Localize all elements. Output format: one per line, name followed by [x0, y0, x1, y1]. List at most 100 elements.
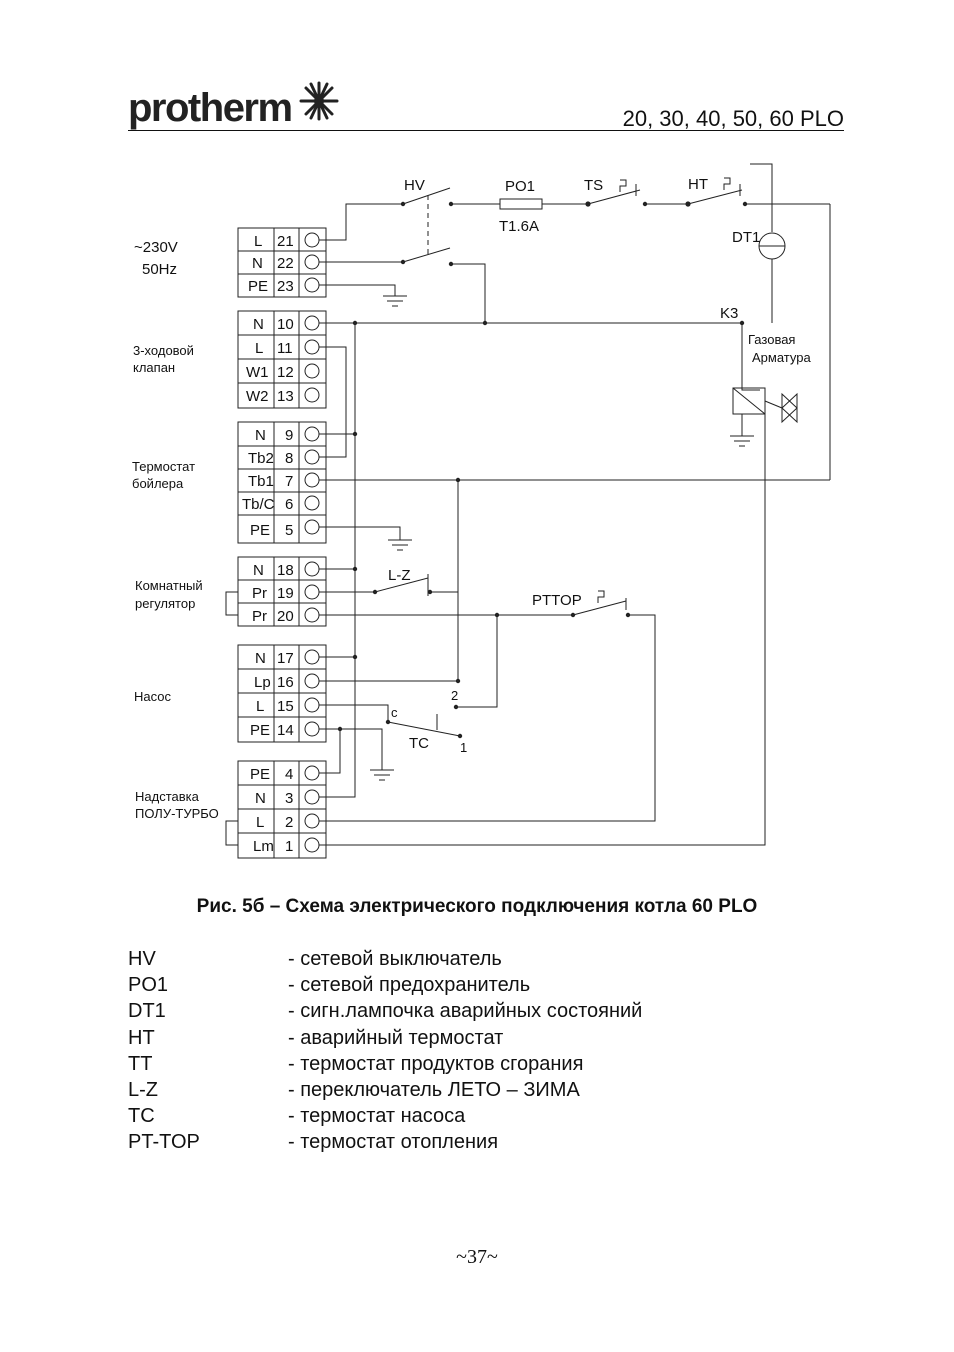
terminal-name: PE — [250, 722, 270, 739]
terminal-name: N — [253, 316, 264, 333]
terminal-name: PE — [248, 278, 268, 295]
terminal-number: 18 — [277, 562, 294, 579]
supply-label-voltage: ~230V — [134, 239, 178, 256]
legend-code: TT — [128, 1052, 153, 1075]
terminal-name: L — [254, 233, 262, 250]
legend-code: PO1 — [128, 974, 169, 997]
terminal-number: 17 — [277, 650, 294, 667]
terminal-name: Lm — [253, 838, 274, 855]
legend-code: TC — [128, 1105, 155, 1128]
terminal-number: 21 — [277, 233, 294, 250]
terminal-number: 2 — [285, 814, 293, 831]
brand-logo: protherm — [128, 86, 293, 130]
label-hv: HV — [404, 177, 425, 194]
legend-code: PT-TOP — [128, 1131, 200, 1154]
group-label-valve-1: 3-ходовой — [133, 343, 194, 358]
terminal-number: 10 — [277, 316, 294, 333]
terminal-number: 11 — [277, 340, 293, 357]
legend-code: DT1 — [128, 1000, 166, 1023]
legend-code: HT — [128, 1026, 155, 1049]
legend-desc: - термостат насоса — [288, 1105, 466, 1128]
terminal-number: 6 — [285, 496, 293, 513]
label-gas-2: Арматура — [752, 350, 811, 365]
legend-desc: - переключатель ЛЕТО – ЗИМА — [288, 1078, 580, 1101]
terminal-block-boiler-thermostat — [237, 421, 327, 544]
legend-row: HT - аварийный термостат — [128, 1025, 828, 1051]
group-label-turbo-2: ПОЛУ-ТУРБО — [135, 806, 219, 821]
terminal-number: 3 — [285, 790, 293, 807]
terminal-name: Pr — [252, 608, 267, 625]
terminal-name: N — [253, 562, 264, 579]
legend-desc: - сетевой выключатель — [288, 948, 502, 970]
terminal-number: 20 — [277, 608, 294, 625]
terminal-number: 12 — [277, 364, 294, 381]
terminal-name: N — [252, 255, 263, 272]
legend-code: HV — [128, 948, 156, 970]
label-tc-c: c — [391, 705, 398, 720]
terminal-name: PE — [250, 522, 270, 539]
terminal-name: Pr — [252, 585, 267, 602]
group-label-valve-2: клапан — [133, 360, 175, 375]
terminal-name: W2 — [246, 388, 269, 405]
legend-desc: - термостат продуктов сгорания — [288, 1052, 584, 1075]
legend-desc: - сетевой предохранитель — [288, 974, 531, 997]
legend-code: L-Z — [128, 1078, 158, 1101]
terminal-name: Tb1 — [248, 473, 274, 490]
wiring-diagram: ~230V 50Hz 3-ходовой клапан Термостат бо… — [132, 163, 831, 859]
label-lz: L-Z — [388, 567, 411, 584]
page-number: ~37~ — [456, 1246, 498, 1268]
label-ts: TS — [584, 177, 603, 194]
header-rule — [128, 130, 844, 131]
terminal-name: N — [255, 790, 266, 807]
group-label-pump: Насос — [134, 689, 171, 704]
supply-label-frequency: 50Hz — [142, 261, 177, 278]
legend-row: HV - сетевой выключатель — [128, 946, 828, 972]
terminal-name: L — [255, 340, 263, 357]
terminal-name: L — [256, 698, 264, 715]
terminal-name: Lp — [254, 674, 271, 691]
terminal-name: W1 — [246, 364, 269, 381]
terminal-name: L — [256, 814, 264, 831]
label-tc: TC — [409, 735, 429, 752]
label-tc-1: 1 — [460, 740, 467, 755]
star-logo-icon — [299, 81, 339, 121]
legend-list: HV - сетевой выключатель PO1 - сетевой пре… — [128, 946, 828, 1156]
terminal-number: 23 — [277, 278, 294, 295]
legend-row: L-Z - переключатель ЛЕТО – ЗИМА — [128, 1077, 828, 1103]
terminal-number: 8 — [285, 450, 293, 467]
terminal-number: 19 — [277, 585, 294, 602]
label-po1: PO1 — [505, 178, 535, 195]
terminal-number: 5 — [285, 522, 293, 539]
terminal-number: 22 — [277, 255, 294, 272]
terminal-number: 1 — [285, 838, 293, 855]
legend-row: PT-TOP - термостат отопления — [128, 1129, 828, 1155]
group-label-boiler-2: бойлера — [132, 476, 184, 491]
terminal-number: 4 — [285, 766, 293, 783]
terminal-number: 9 — [285, 427, 293, 444]
terminal-name: PE — [250, 766, 270, 783]
terminal-name: N — [255, 650, 266, 667]
label-dt1: DT1 — [732, 229, 760, 246]
legend-row: TT - термостат продуктов сгорания — [128, 1051, 828, 1077]
terminal-number: 15 — [277, 698, 294, 715]
terminal-number: 16 — [277, 674, 294, 691]
figure-caption: Рис. 5б – Схема электрического подключен… — [196, 896, 758, 917]
terminal-name: N — [255, 427, 266, 444]
group-label-turbo-1: Надставка — [135, 789, 200, 804]
group-label-room-2: регулятор — [135, 596, 195, 611]
legend-row: TC - термостат насоса — [128, 1103, 828, 1129]
label-tc-2: 2 — [451, 688, 458, 703]
label-gas-1: Газовая — [748, 332, 795, 347]
legend-desc: - сигн.лампочка аварийных состояний — [288, 1000, 643, 1023]
terminal-number: 14 — [277, 722, 294, 739]
label-ht: HT — [688, 176, 708, 193]
page-header: protherm 20, 30, 40, 50, 60 PLO — [0, 0, 954, 145]
terminal-name: Tb/C — [242, 496, 275, 513]
legend-row: PO1 - сетевой предохранитель — [128, 972, 828, 998]
legend-row: DT1 - сигн.лампочка аварийных состояний — [128, 998, 828, 1024]
group-label-boiler-1: Термостат — [132, 459, 195, 474]
label-pttop: PTTOP — [532, 592, 582, 609]
legend-desc: - термостат отопления — [288, 1131, 499, 1154]
legend-desc: - аварийный термостат — [288, 1026, 504, 1049]
